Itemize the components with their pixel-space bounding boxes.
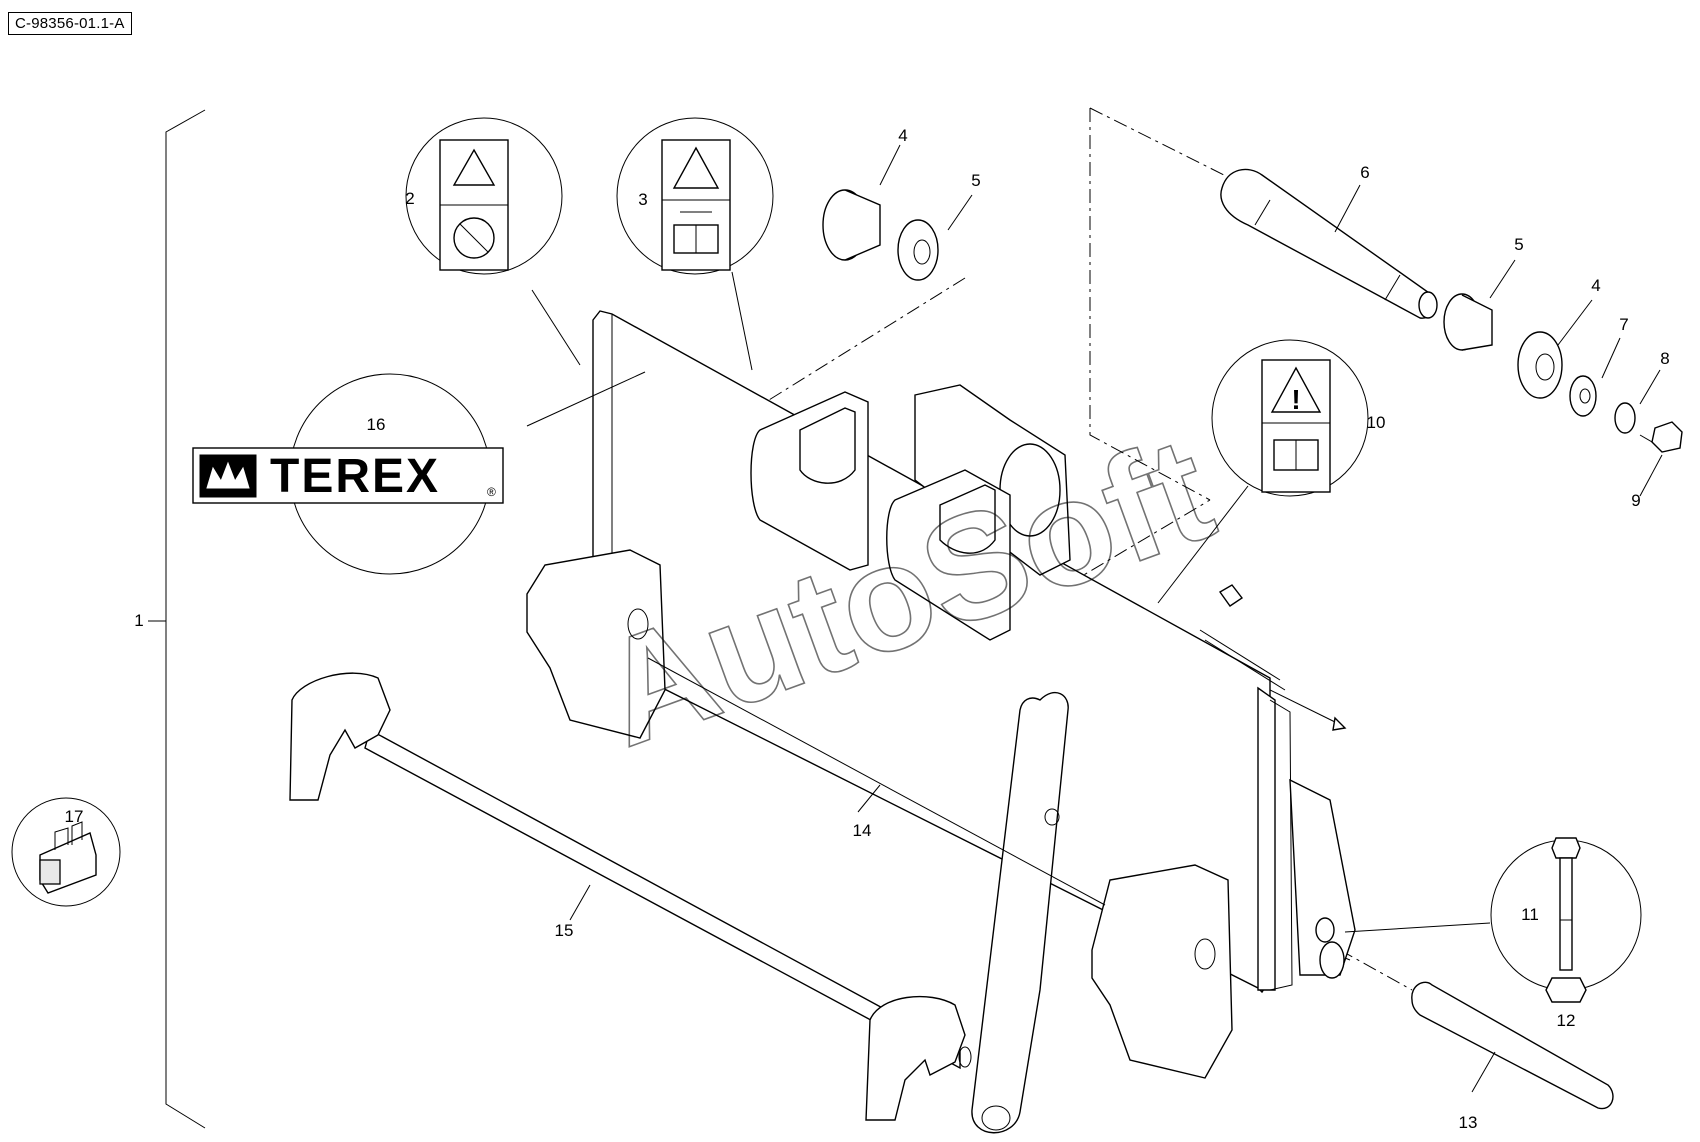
- general-warning-icon: [1270, 366, 1322, 413]
- lock-pin: [1411, 981, 1614, 1110]
- callout-4: 4: [898, 126, 907, 145]
- callout-14: 14: [853, 821, 872, 840]
- callout-1: 1: [134, 611, 143, 630]
- callout-9: 9: [1631, 491, 1640, 510]
- callout-8: 8: [1660, 349, 1669, 368]
- decal-2-detail: [405, 117, 581, 366]
- callout-4: 4: [1591, 276, 1600, 295]
- terex-decal-detail: TEREX ®: [192, 371, 646, 575]
- callout-5: 5: [1514, 235, 1523, 254]
- callout-13: 13: [1459, 1113, 1478, 1132]
- decal-10-detail: !: [1157, 339, 1369, 604]
- brand-logo-text: TEREX: [270, 450, 440, 503]
- callout-17: 17: [65, 807, 84, 826]
- callout-11: 11: [1521, 905, 1539, 924]
- end-plug-detail: [11, 797, 121, 907]
- hot-surface-warning-icon: [452, 148, 496, 186]
- bolt-nut-detail: [1344, 837, 1642, 1003]
- leader-lines: [569, 144, 1663, 1093]
- registered-mark: ®: [487, 485, 496, 499]
- drawing-reference-code: C-98356-01.1-A: [8, 12, 132, 35]
- hook-shaft: [289, 672, 972, 1121]
- svg-text:!: !: [1291, 384, 1300, 415]
- callout-12: 12: [1557, 1011, 1576, 1030]
- callout-2: 2: [405, 189, 414, 208]
- assembly-bracket: [148, 109, 206, 1129]
- callout-labels: 1 2 3 4 5 6 5 4 7 8 9 10 11 12 13 14 15 …: [65, 126, 1670, 1132]
- callout-15: 15: [555, 921, 574, 940]
- callout-10: 10: [1367, 413, 1386, 432]
- callout-6: 6: [1360, 163, 1369, 182]
- callout-3: 3: [638, 190, 647, 209]
- callout-5: 5: [971, 171, 980, 190]
- callout-16: 16: [367, 415, 386, 434]
- hand-crush-warning-icon: [672, 146, 720, 189]
- locking-lever: [647, 657, 1106, 1134]
- decal-3-detail: [616, 117, 774, 371]
- bushings-washers: [822, 189, 1683, 453]
- pivot-pin: [1220, 168, 1438, 319]
- hitch-plate: [526, 310, 1356, 1079]
- callout-7: 7: [1619, 315, 1628, 334]
